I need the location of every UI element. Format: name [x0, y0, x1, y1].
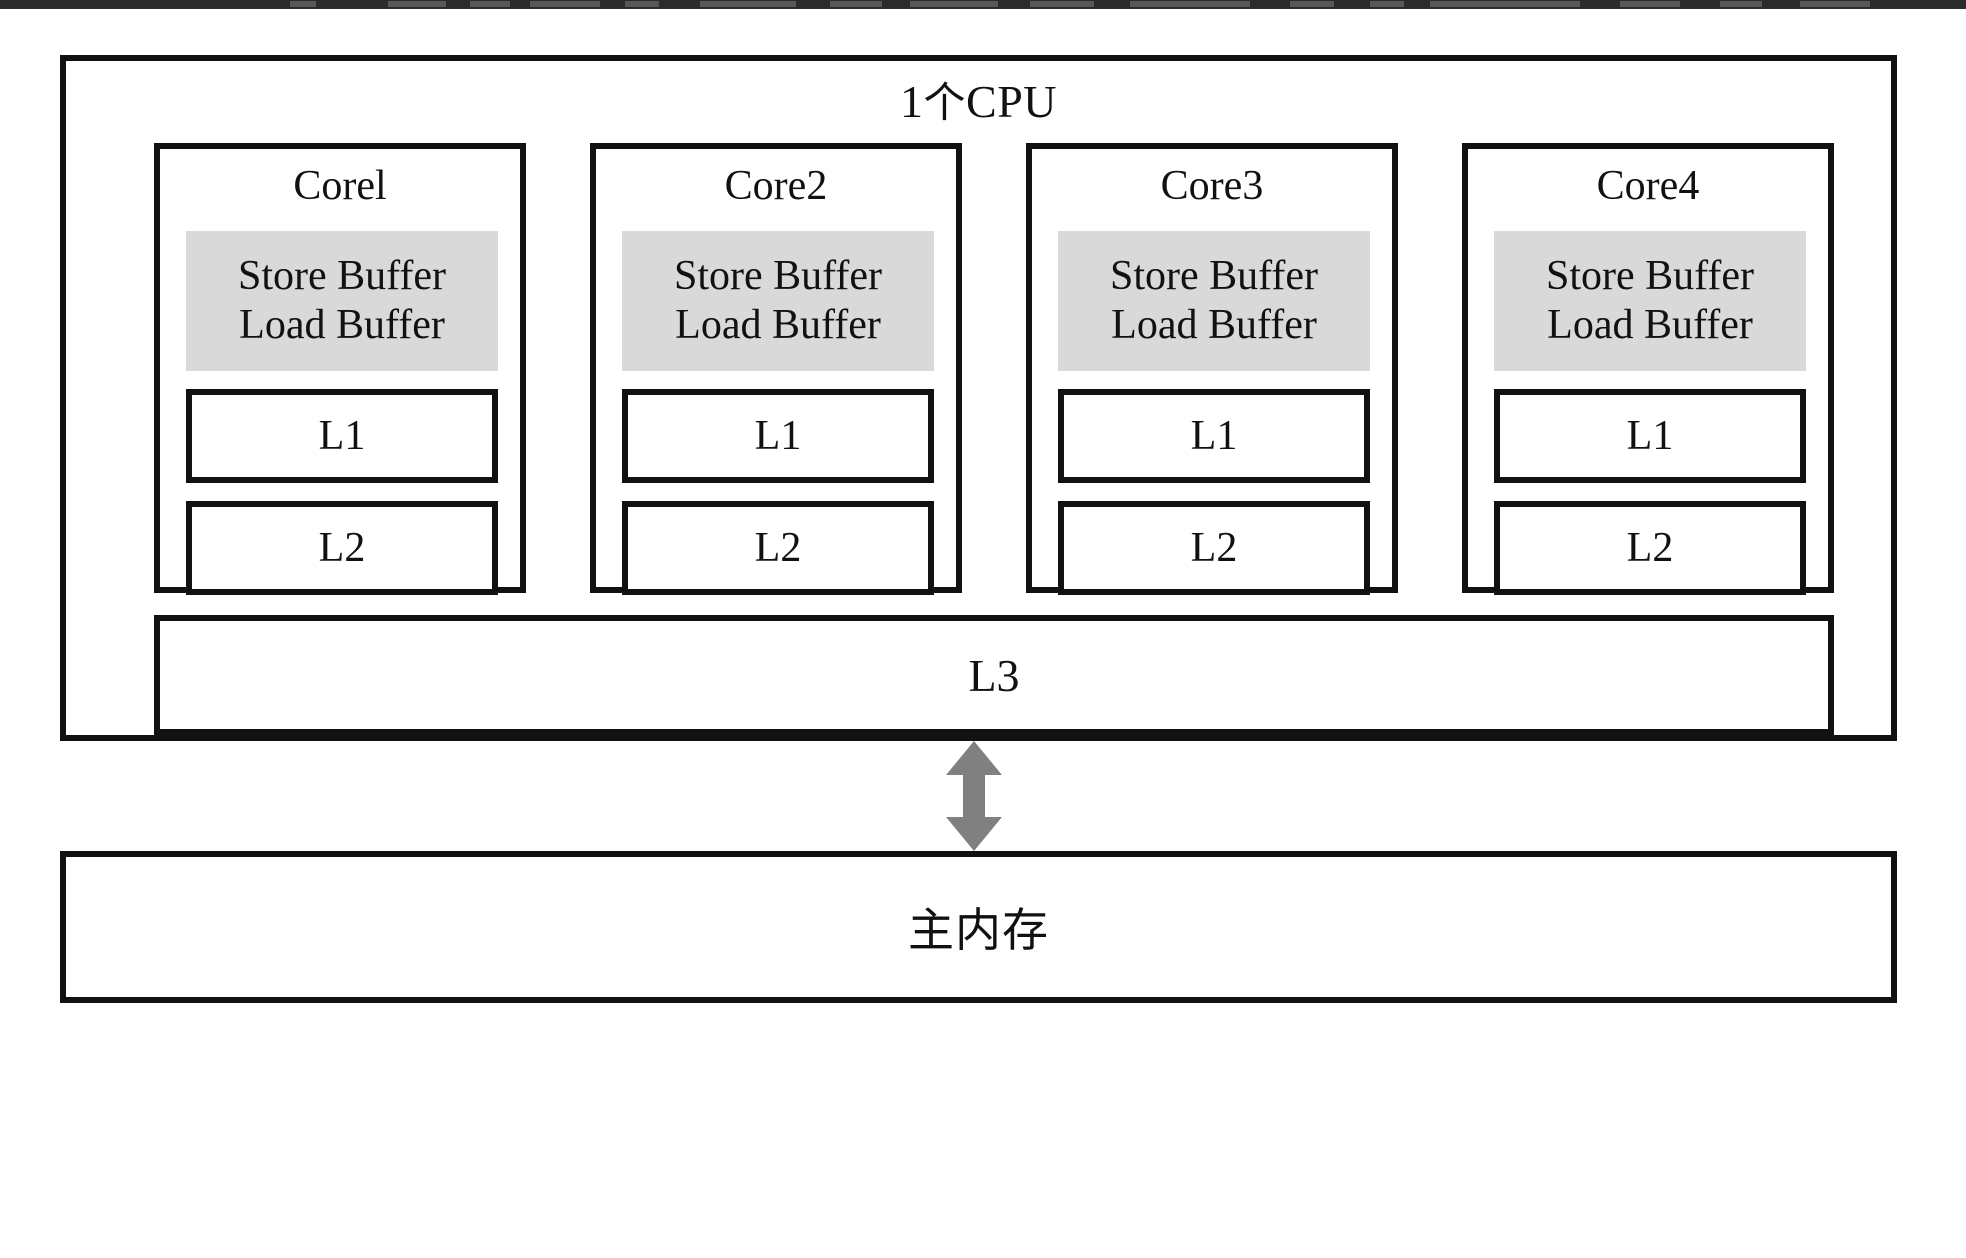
load-buffer-label: Load Buffer — [239, 302, 445, 348]
core-title: Core3 — [1160, 163, 1264, 209]
cpu-title-measure-word: 个 — [923, 78, 967, 127]
main-memory-box: 主内存 — [60, 851, 1897, 1003]
l1-cache-label: L1 — [754, 413, 802, 459]
core-box-1: Corel Store Buffer Load Buffer L1 L2 — [154, 143, 526, 595]
cpu-container: 1个CPU Corel Store Buffer Load Buffer L1 … — [60, 55, 1897, 741]
cpu-title: 1个CPU — [66, 77, 1891, 127]
l1-cache-label: L1 — [1190, 413, 1238, 459]
buffer-block: Store Buffer Load Buffer — [1058, 231, 1370, 371]
l2-cache-box: L2 — [622, 501, 934, 595]
l1-cache-box: L1 — [186, 389, 498, 483]
diagram-canvas: 1个CPU Corel Store Buffer Load Buffer L1 … — [0, 9, 1966, 1258]
buffer-block: Store Buffer Load Buffer — [186, 231, 498, 371]
load-buffer-label: Load Buffer — [1111, 302, 1317, 348]
l2-cache-label: L2 — [1190, 525, 1238, 571]
l3-cache-label: L3 — [968, 649, 1020, 701]
store-buffer-label: Store Buffer — [1545, 252, 1754, 299]
store-buffer-label: Store Buffer — [673, 252, 882, 299]
core-box-4: Core4 Store Buffer Load Buffer L1 L2 — [1462, 143, 1834, 595]
store-buffer-label: Store Buffer — [1109, 252, 1318, 299]
l1-cache-label: L1 — [1626, 413, 1674, 459]
l1-cache-box: L1 — [1058, 389, 1370, 483]
cpu-title-text: CPU — [966, 76, 1057, 127]
main-memory-label: 主内存 — [908, 903, 1049, 957]
cut-off-browser-chrome-strip — [0, 0, 1966, 9]
store-buffer-label: Store Buffer — [237, 252, 446, 299]
load-buffer-label: Load Buffer — [1547, 302, 1753, 348]
buffer-block: Store Buffer Load Buffer — [622, 231, 934, 371]
bidirectional-vertical-arrow-icon — [946, 741, 1002, 851]
core-box-3: Core3 Store Buffer Load Buffer L1 L2 — [1026, 143, 1398, 595]
l2-cache-box: L2 — [1058, 501, 1370, 595]
l2-cache-label: L2 — [318, 525, 366, 571]
l3-cache-box: L3 — [154, 615, 1834, 735]
core-title: Corel — [293, 163, 387, 209]
l2-cache-box: L2 — [186, 501, 498, 595]
l1-cache-box: L1 — [1494, 389, 1806, 483]
l1-cache-label: L1 — [318, 413, 366, 459]
load-buffer-label: Load Buffer — [675, 302, 881, 348]
l2-cache-box: L2 — [1494, 501, 1806, 595]
l1-cache-box: L1 — [622, 389, 934, 483]
buffer-block: Store Buffer Load Buffer — [1494, 231, 1806, 371]
l2-cache-label: L2 — [1626, 525, 1674, 571]
core-row: Corel Store Buffer Load Buffer L1 L2 Cor… — [154, 143, 1834, 595]
l2-cache-label: L2 — [754, 525, 802, 571]
core-title: Core2 — [724, 163, 828, 209]
cpu-title-count: 1 — [900, 76, 924, 127]
core-box-2: Core2 Store Buffer Load Buffer L1 L2 — [590, 143, 962, 595]
core-title: Core4 — [1596, 163, 1700, 209]
